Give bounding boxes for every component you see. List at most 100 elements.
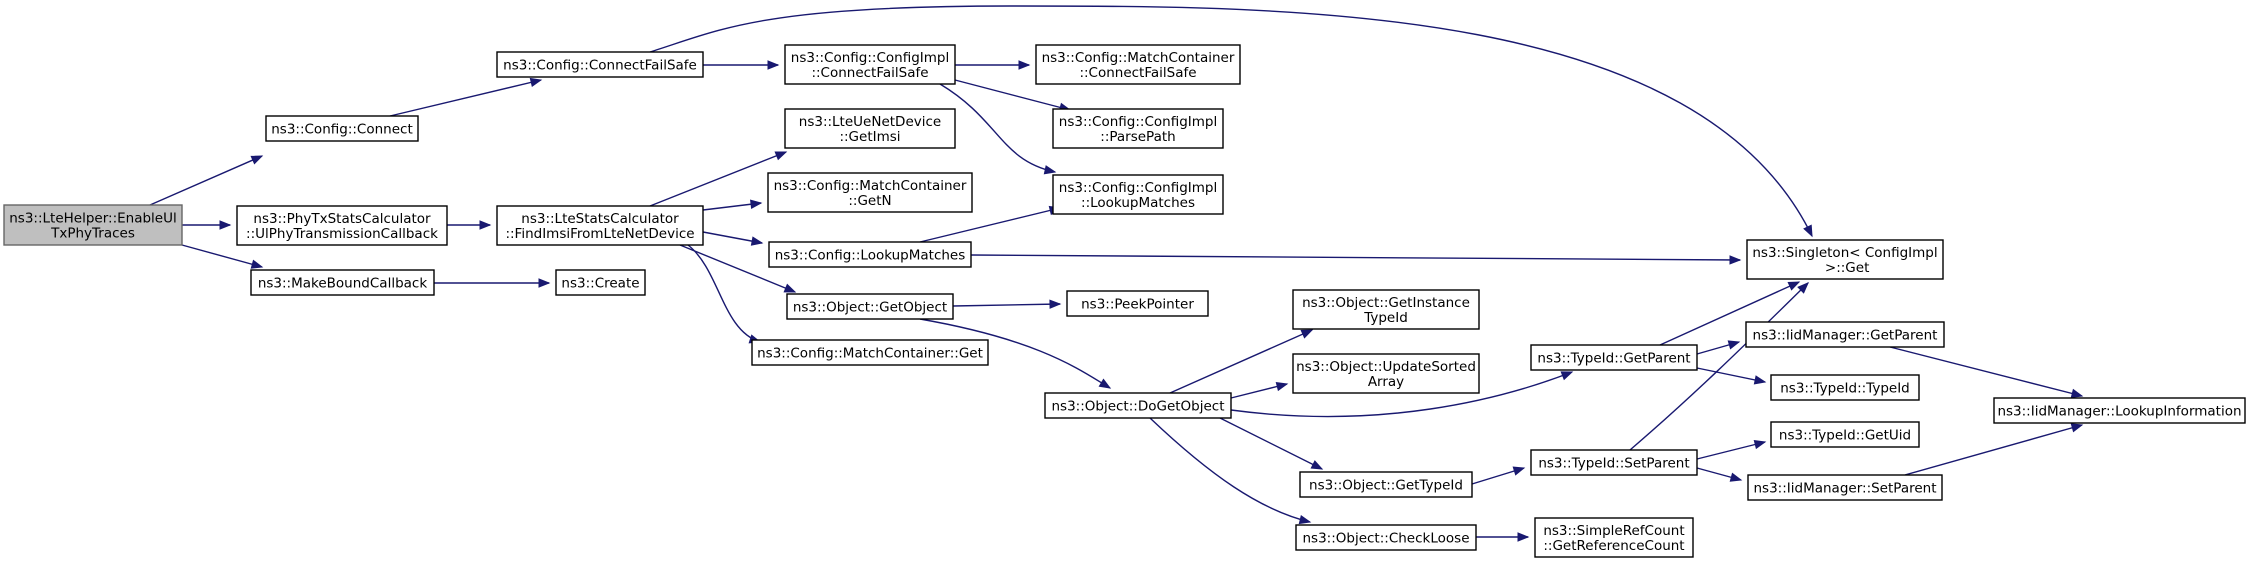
node-label-line: ns3::IidManager::SetParent bbox=[1754, 481, 1937, 497]
node-label-line: ns3::Config::MatchContainer bbox=[1042, 50, 1235, 66]
node-box bbox=[1052, 174, 1224, 215]
node-label-line: ns3::Config::Connect bbox=[271, 122, 413, 138]
edge-find-imsi-to-get-imsi bbox=[649, 151, 787, 207]
node-box bbox=[784, 44, 956, 85]
node-typeid-typeid[interactable]: ns3::TypeId::TypeId bbox=[1770, 374, 1920, 401]
node-label-line: ::ConnectFailSafe bbox=[1079, 65, 1196, 81]
node-box bbox=[1770, 421, 1920, 448]
node-box bbox=[1292, 353, 1480, 394]
node-box bbox=[250, 269, 435, 296]
edge-do-get-object-to-typeid-get-parent-arrowhead bbox=[1560, 371, 1574, 381]
edge-config-connect-to-connect-failsafe-arrowhead bbox=[529, 77, 543, 88]
edge-iid-set-parent-to-iid-lookup-info-arrowhead bbox=[2070, 423, 2084, 433]
node-label-line: ns3::Object::UpdateSorted bbox=[1296, 359, 1476, 375]
node-box bbox=[1745, 321, 1945, 348]
node-label-line: TypeId bbox=[1363, 310, 1408, 326]
node-find-imsi[interactable]: ns3::LteStatsCalculator::FindImsiFromLte… bbox=[496, 205, 704, 246]
node-box bbox=[786, 293, 954, 320]
edge-root-to-config-connect bbox=[149, 155, 263, 206]
node-label-line: ns3::IidManager::GetParent bbox=[1753, 328, 1938, 344]
node-impl-lookup-matches[interactable]: ns3::Config::ConfigImpl::LookupMatches bbox=[1052, 174, 1224, 215]
node-box bbox=[767, 172, 973, 213]
node-box bbox=[751, 339, 989, 366]
edge-connect-failsafe-to-singleton-get bbox=[649, 5, 1813, 237]
node-config-connect[interactable]: ns3::Config::Connect bbox=[265, 115, 419, 142]
node-label-line: ns3::TypeId::GetParent bbox=[1537, 351, 1690, 367]
edge-root-to-make-bound-arrowhead bbox=[250, 259, 264, 269]
node-label-line: ns3::Config::MatchContainer::Get bbox=[757, 346, 983, 362]
node-label-line: ::GetReferenceCount bbox=[1543, 538, 1684, 554]
edge-config-connect-to-connect-failsafe bbox=[389, 79, 542, 117]
node-label-line: ns3::Config::ConfigImpl bbox=[791, 50, 949, 66]
node-typeid-get-parent[interactable]: ns3::TypeId::GetParent bbox=[1530, 344, 1698, 371]
node-check-loose[interactable]: ns3::Object::CheckLoose bbox=[1295, 524, 1477, 551]
node-do-get-object[interactable]: ns3::Object::DoGetObject bbox=[1044, 392, 1232, 419]
edge-lookup-matches-to-singleton-get-arrowhead bbox=[1729, 255, 1742, 265]
edge-typeid-set-parent-to-typeid-get-uid-arrowhead bbox=[1753, 439, 1767, 450]
node-box bbox=[265, 115, 419, 142]
node-iid-get-parent[interactable]: ns3::IidManager::GetParent bbox=[1745, 321, 1945, 348]
node-label-line: ns3::Object::GetTypeId bbox=[1309, 478, 1463, 494]
node-lookup-matches[interactable]: ns3::Config::LookupMatches bbox=[768, 241, 972, 268]
node-mc-get[interactable]: ns3::Config::MatchContainer::Get bbox=[751, 339, 989, 366]
node-label-line: ::LookupMatches bbox=[1081, 195, 1195, 211]
node-get-imsi[interactable]: ns3::LteUeNetDevice::GetImsi bbox=[784, 108, 956, 149]
node-singleton-get[interactable]: ns3::Singleton< ConfigImpl >::Get bbox=[1746, 239, 1944, 280]
node-mc-connect-failsafe[interactable]: ns3::Config::MatchContainer::ConnectFail… bbox=[1035, 44, 1241, 85]
node-iid-set-parent[interactable]: ns3::IidManager::SetParent bbox=[1747, 474, 1943, 501]
node-box bbox=[1292, 289, 1480, 330]
node-iid-lookup-info[interactable]: ns3::IidManager::LookupInformation bbox=[1993, 397, 2246, 424]
edge-typeid-get-parent-to-singleton-get bbox=[1659, 281, 1800, 346]
node-get-n[interactable]: ns3::Config::MatchContainer::GetN bbox=[767, 172, 973, 213]
node-box bbox=[1530, 449, 1698, 476]
edge-find-imsi-to-get-n-arrowhead bbox=[750, 199, 763, 209]
node-get-ref-count[interactable]: ns3::SimpleRefCount::GetReferenceCount bbox=[1534, 517, 1694, 558]
node-create[interactable]: ns3::Create bbox=[555, 269, 646, 296]
node-label-line: ns3::PhyTxStatsCalculator bbox=[253, 211, 431, 227]
node-label-line: ::ParsePath bbox=[1100, 129, 1175, 145]
node-impl-connect-failsafe[interactable]: ns3::Config::ConfigImpl::ConnectFailSafe bbox=[784, 44, 956, 85]
edge-impl-connect-failsafe-to-impl-lookup-matches-arrowhead bbox=[1043, 165, 1057, 175]
node-typeid-set-parent[interactable]: ns3::TypeId::SetParent bbox=[1530, 449, 1698, 476]
node-parse-path[interactable]: ns3::Config::ConfigImpl::ParsePath bbox=[1052, 108, 1224, 149]
node-label-line: ns3::Config::MatchContainer bbox=[774, 178, 967, 194]
node-box bbox=[555, 269, 646, 296]
node-label-line: >::Get bbox=[1821, 260, 1870, 276]
edge-find-imsi-to-lookup-matches-arrowhead bbox=[750, 236, 764, 246]
edge-do-get-object-to-obj-get-typeid-arrowhead bbox=[1310, 460, 1324, 470]
node-box bbox=[3, 204, 183, 246]
edge-find-imsi-to-get-object bbox=[679, 244, 796, 293]
edge-ul-cb-to-find-imsi-arrowhead bbox=[479, 220, 492, 230]
node-label-line: ns3::PeekPointer bbox=[1081, 297, 1194, 313]
node-make-bound[interactable]: ns3::MakeBoundCallback bbox=[250, 269, 435, 296]
edge-do-get-object-to-obj-get-typeid bbox=[1219, 417, 1323, 470]
node-label-line: ns3::Object::DoGetObject bbox=[1051, 399, 1224, 415]
node-box bbox=[1770, 374, 1920, 401]
node-ul-cb[interactable]: ns3::PhyTxStatsCalculator::UlPhyTransmis… bbox=[236, 205, 448, 246]
edge-do-get-object-to-get-instance-typeid bbox=[1169, 329, 1313, 394]
edge-make-bound-to-create-arrowhead bbox=[538, 278, 551, 288]
node-obj-get-typeid[interactable]: ns3::Object::GetTypeId bbox=[1299, 471, 1473, 498]
edge-lookup-matches-to-singleton-get bbox=[970, 254, 1741, 261]
edge-connect-failsafe-to-singleton-get-arrowhead bbox=[1803, 224, 1813, 238]
edge-typeid-set-parent-to-singleton-get-arrowhead bbox=[1797, 282, 1809, 294]
node-label-line: ns3::Create bbox=[561, 276, 639, 292]
edge-iid-get-parent-to-iid-lookup-info bbox=[1889, 346, 2083, 397]
node-label-line: ::FindImsiFromLteNetDevice bbox=[505, 226, 694, 242]
node-typeid-get-uid[interactable]: ns3::TypeId::GetUid bbox=[1770, 421, 1920, 448]
edge-iid-set-parent-to-iid-lookup-info bbox=[1904, 424, 2083, 476]
call-nodes: ns3::LteHelper::EnableUlTxPhyTracesns3::… bbox=[3, 44, 2246, 558]
node-get-object[interactable]: ns3::Object::GetObject bbox=[786, 293, 954, 320]
node-peek-pointer[interactable]: ns3::PeekPointer bbox=[1066, 290, 1209, 317]
node-box bbox=[1052, 108, 1224, 149]
node-box bbox=[1534, 517, 1694, 558]
node-label-line: ns3::Config::ConnectFailSafe bbox=[503, 58, 697, 74]
edge-connect-failsafe-to-impl-connect-failsafe-arrowhead bbox=[767, 60, 780, 70]
node-connect-failsafe[interactable]: ns3::Config::ConnectFailSafe bbox=[496, 51, 704, 78]
node-label-line: ::UlPhyTransmissionCallback bbox=[246, 226, 438, 242]
node-box bbox=[1530, 344, 1698, 371]
